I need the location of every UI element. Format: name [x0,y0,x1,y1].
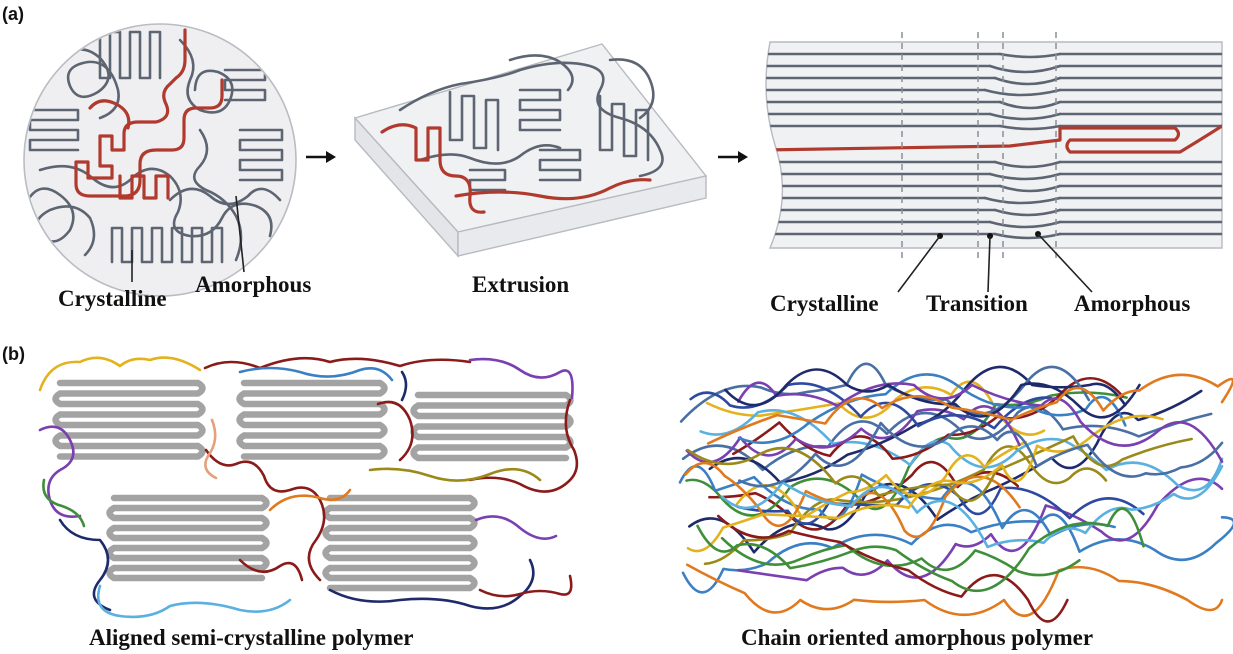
caption-semicrystalline: Aligned semi-crystalline polymer [89,625,414,650]
leader-transition [987,235,991,293]
amorphous-chain [696,507,1145,592]
amorphous-chain [699,408,1224,492]
lamella-stack [106,494,270,582]
amorphous-chain [716,514,1069,623]
amorphous-chain [689,382,1053,430]
amorphous-chain [738,421,1224,488]
tie-chains [38,356,579,619]
amorphous-chain [736,477,1224,582]
amorphous-chain [681,405,1213,472]
amorphous-chain [681,513,1233,594]
lamellae [52,379,574,592]
label-amorphous-oriented: Amorphous [1074,291,1190,316]
leader-amorphous-2 [1037,233,1093,293]
amorphous-chain [720,536,1081,577]
amorphous-chain [720,465,1224,549]
lamella-stack [322,494,478,592]
amorphous-chain [732,376,1124,460]
label-transition: Transition [926,291,1028,316]
leader-amorphous [235,195,245,273]
label-crystalline-oriented: Crystalline [770,291,879,316]
amorphous-chain [703,445,1108,566]
amorphous-diagram [678,362,1233,623]
lamella-stack [236,379,388,460]
label-amorphous-sphere: Amorphous [195,272,311,297]
amorphous-chain [737,381,1224,463]
arrow-to-extrusion [306,151,336,163]
amorphous-chain [724,368,1141,419]
amorphous-chain [685,391,1128,517]
caption-amorphous: Chain oriented amorphous polymer [741,625,1093,650]
arrow-to-oriented [718,151,748,163]
amorphous-chain [737,373,1127,445]
label-extrusion: Extrusion [472,272,569,297]
amorphous-chains [678,362,1233,623]
lamella-stack [52,379,206,460]
leader-crystalline-2 [897,235,941,293]
lamella-stack [410,391,574,462]
amorphous-chain [685,563,1224,618]
extrusion-block [353,43,708,258]
amorphous-chain [678,465,1116,538]
label-crystalline-sphere: Crystalline [58,286,167,311]
spherulite: Crystalline Amorphous [23,23,311,311]
oriented-structure: Crystalline Transition Amorphous [765,32,1223,316]
semicrystalline-diagram [38,356,579,619]
panel-b-letter: (b) [2,344,25,364]
panel-a-letter: (a) [2,4,24,24]
amorphous-chain [706,373,1233,445]
